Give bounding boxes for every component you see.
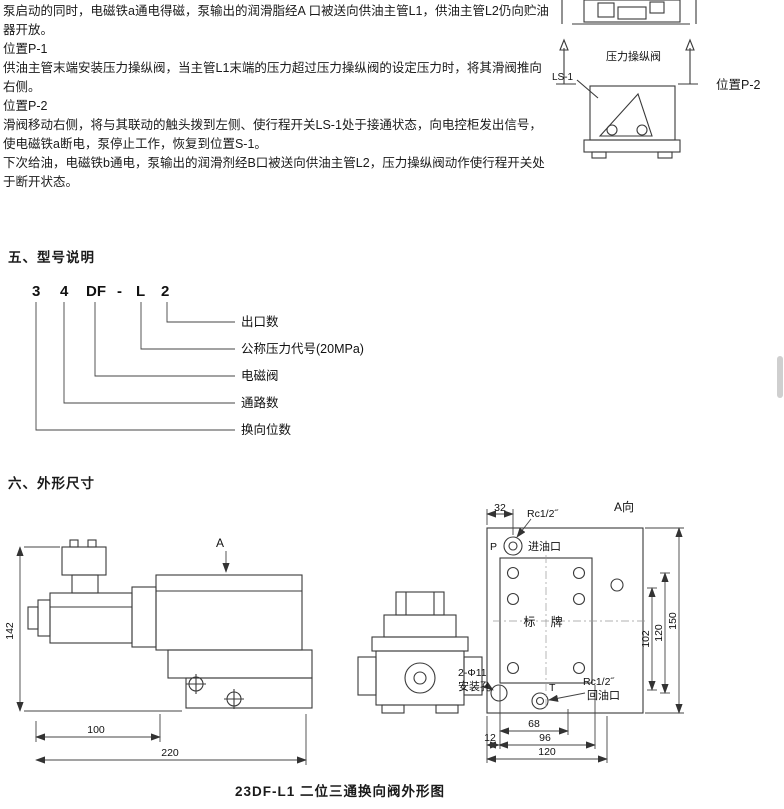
dim-68: 68 xyxy=(528,718,540,730)
dim-142: 142 xyxy=(4,622,16,640)
view-a-label: A xyxy=(216,536,224,550)
model-code-characters: 3 4 DF - L 2 xyxy=(32,283,169,300)
paragraph-4: 下次给油，电磁铁b通电，泵输出的润滑剂经B口被送向供油主管L2，压力操纵阀动作使… xyxy=(3,156,545,189)
side-view: A xyxy=(4,536,313,765)
center-lines xyxy=(493,555,648,707)
dim-12: 12 xyxy=(484,732,496,744)
dim-120-right: 120 xyxy=(653,624,665,642)
model-code-labels: 出口数 公称压力代号(20MPa) 电磁阀 通路数 换向位数 xyxy=(241,314,364,437)
position-label-p2: 位置P-2 xyxy=(3,99,48,113)
position-label-p1: 位置P-1 xyxy=(3,42,48,56)
model-char-6: 2 xyxy=(161,283,169,300)
model-char-2: 4 xyxy=(60,283,69,300)
position-p2-label: 位置P-2 xyxy=(716,78,761,92)
paragraph-1: 泵启动的同时，电磁铁a通电得磁，泵输出的润滑脂经A 口被送向供油主管L1，供油主… xyxy=(3,4,549,37)
dim-150: 150 xyxy=(667,612,679,630)
pressure-valve-title: 压力操纵阀 xyxy=(606,49,661,63)
nameplate-label: 标 牌 xyxy=(523,615,568,629)
model-char-1: 3 xyxy=(32,283,40,300)
scrollbar-thumb[interactable] xyxy=(777,356,783,398)
model-code-diagram: 3 4 DF - L 2 出口数 公称压力代号(20MPa) 电磁阀 通路数 换… xyxy=(32,283,364,437)
end-view xyxy=(357,591,483,714)
dim-96: 96 xyxy=(539,732,551,744)
thread-bottom-label: Rc1/2˝ xyxy=(583,676,615,688)
model-char-4: - xyxy=(117,283,122,300)
dim-102: 102 xyxy=(640,630,652,648)
model-char-5: L xyxy=(136,283,145,300)
model-char-3: DF xyxy=(86,283,106,300)
dim-100: 100 xyxy=(87,724,105,736)
mounting-holes-label: 安装孔 xyxy=(458,679,491,693)
model-label-outlets: 出口数 xyxy=(241,314,279,329)
port-p-label: P xyxy=(490,541,497,553)
model-label-pressure: 公称压力代号(20MPa) xyxy=(241,342,364,356)
valve-body xyxy=(155,574,303,651)
inlet-label: 进油口 xyxy=(528,539,561,553)
paragraph-2: 供油主管末端安装压力操纵阀，当主管L1末端的压力超过压力操纵阀的设定压力时，将其… xyxy=(3,61,542,94)
upper-right-diagrams: 压力操纵阀 LS-1 xyxy=(552,0,698,159)
thread-top-label: Rc1/2˝ xyxy=(527,508,559,520)
pressure-valve-outline xyxy=(556,38,698,159)
top-view-dimensions xyxy=(483,509,684,763)
top-view: A向 P 进油口 标 xyxy=(458,499,684,763)
model-code-leader-lines xyxy=(35,302,235,431)
base-plate xyxy=(167,649,313,709)
pressure-valve-diagram: 压力操纵阀 LS-1 xyxy=(552,38,698,159)
port-t-label: T xyxy=(549,682,556,694)
side-view-dimensions: 142 100 220 xyxy=(4,546,307,765)
dim-120-bottom: 120 xyxy=(538,746,556,758)
model-label-ways: 通路数 xyxy=(241,395,279,410)
solenoid-assembly xyxy=(27,539,157,648)
model-section-title: 五、型号说明 xyxy=(8,250,95,265)
ls1-label: LS-1 xyxy=(552,72,574,83)
model-label-solenoid: 电磁阀 xyxy=(241,368,279,383)
dim-220: 220 xyxy=(161,747,179,759)
holes-dim-label: 2-Φ11 xyxy=(458,667,487,679)
cutoff-diagram xyxy=(561,0,697,25)
view-a-direction-label: A向 xyxy=(614,499,634,514)
outlet-label: 回油口 xyxy=(587,688,620,702)
drawing-caption: 23DF-L1 二位三通换向阀外形图 xyxy=(234,784,445,799)
dim-32: 32 xyxy=(494,502,506,514)
dimension-drawings: A xyxy=(4,499,684,765)
intro-text: 泵启动的同时，电磁铁a通电得磁，泵输出的润滑脂经A 口被送向供油主管L1，供油主… xyxy=(3,2,552,192)
model-label-positions: 换向位数 xyxy=(241,422,292,437)
paragraph-3: 滑阀移动右侧，将与其联动的触头拨到左侧、使行程开关LS-1处于接通状态，向电控柜… xyxy=(3,118,542,151)
dims-section-title: 六、外形尺寸 xyxy=(8,476,95,491)
